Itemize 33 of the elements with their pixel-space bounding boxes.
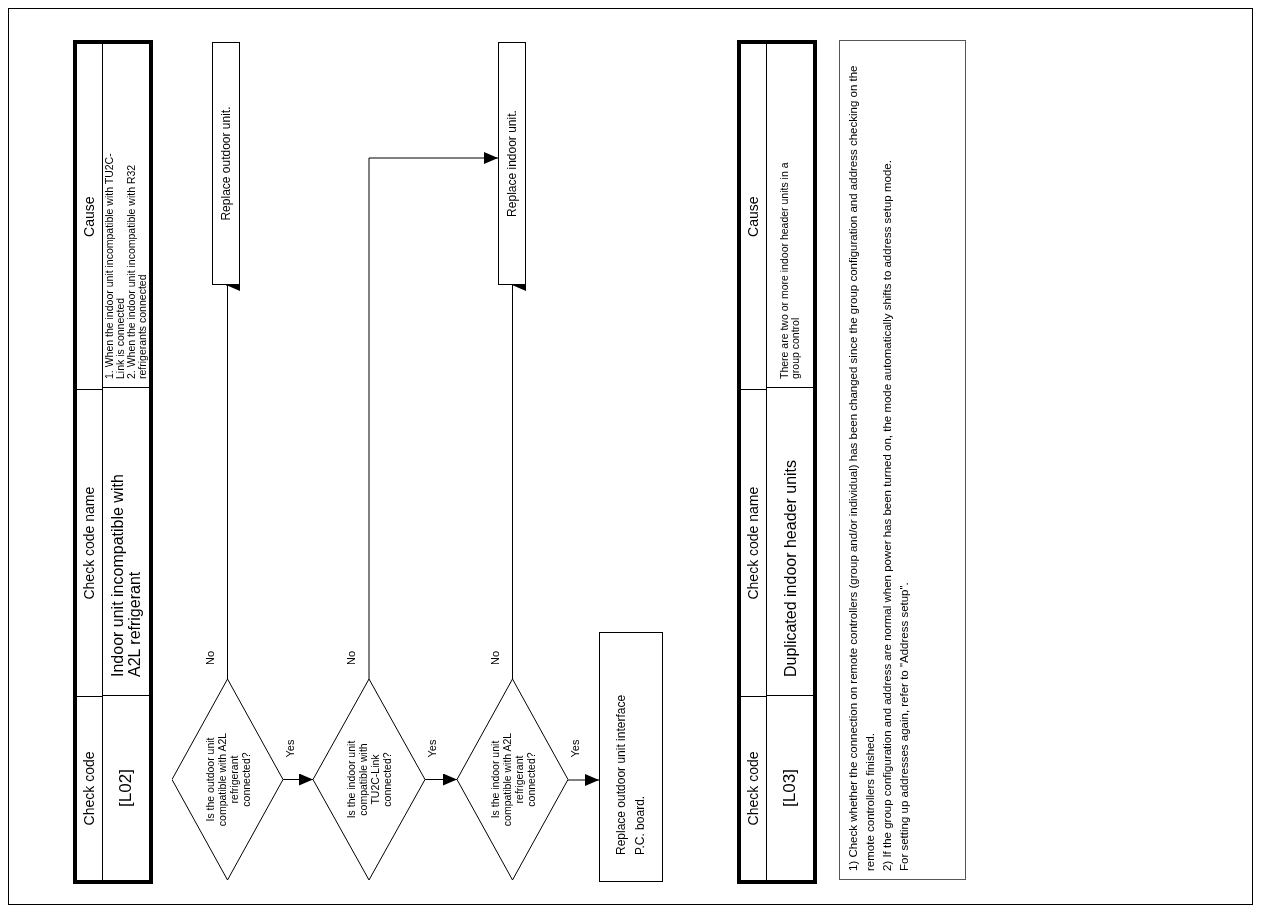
table-header: Check code name (741, 389, 766, 696)
process-box: Replace outdoor unit. (212, 42, 240, 285)
edge-label: Yes (426, 739, 438, 758)
decision-diamond: Is the indoor unit compatible with TU2C-Link connected? (313, 679, 425, 880)
table-header: Cause (744, 195, 762, 239)
decision-diamond: Is the outdoor unit compatible with A2L refrigerant connected? (172, 679, 283, 880)
cause-text: There are two or more indoor header units in a group control (779, 161, 801, 379)
table-header: Check code name (77, 389, 102, 696)
process-box: Replace outdoor unit interface P.C. board. (599, 632, 663, 882)
table-cell: Indoor unit incompatible with A2L refrigerant (103, 387, 149, 695)
arrow (424, 773, 458, 786)
table-cell: Duplicated indoor header units (767, 387, 813, 695)
process-box: Replace indoor unit. (498, 42, 526, 285)
cause-text: 2. When the indoor unit incompatible with R32 refrigerants connected (126, 163, 148, 379)
note-text: 2) If the group configuration and address are normal when power has been turned on, the mode automatically shifts to address setup mode. (880, 159, 894, 871)
edge-label: Yes (284, 739, 296, 758)
edge-label: No (345, 650, 357, 665)
table-header: Cause (80, 195, 98, 239)
note-text: For setting up addresses again, refer to "Address setup". (897, 581, 911, 871)
table-cell: [L03] (767, 695, 813, 880)
table-header: Check code (741, 695, 766, 880)
edge-label: Yes (569, 739, 581, 758)
decision-diamond: Is the indoor unit compatible with A2L refrigerant connected? (457, 679, 568, 880)
edge-label: No (203, 650, 216, 665)
arrow (567, 774, 600, 786)
arrow (368, 152, 499, 680)
edge-label: No (488, 650, 501, 665)
cause-text: 1. When the indoor unit incompatible with TU2C-Link is connected (104, 152, 126, 379)
table-header: Check code (77, 695, 102, 880)
table-cell: [L02] (103, 695, 149, 880)
note-box (839, 40, 966, 880)
arrow (282, 773, 314, 786)
note-text: 1) Check whether the connection on remote controllers (group and/or individual) has been changed since the group configuration and address checking on the remote controllers finished. (846, 64, 877, 871)
